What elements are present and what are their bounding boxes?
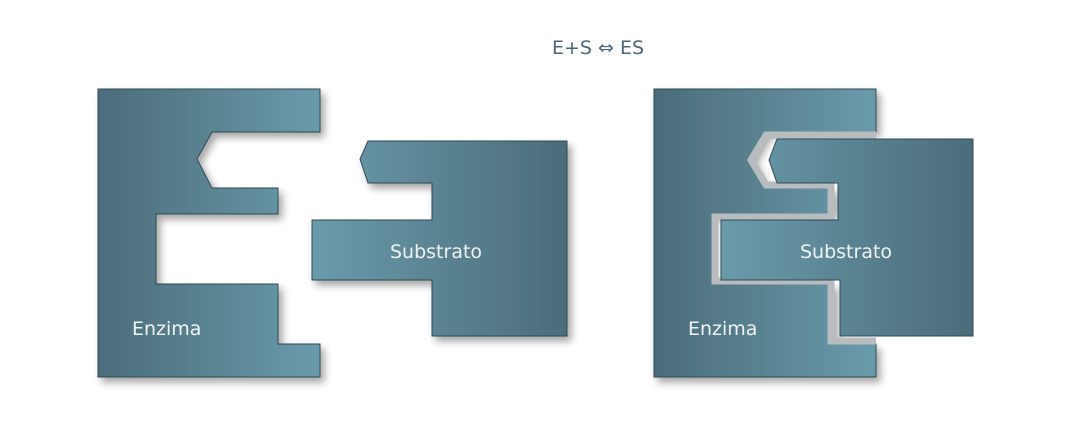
- substrate-shape: [311, 140, 568, 337]
- enzyme-label: Enzima: [688, 318, 757, 340]
- reaction-title: E+S ⇔ ES: [552, 37, 644, 59]
- substrate-shape: [720, 138, 974, 337]
- substrate-label: Substrato: [390, 241, 482, 263]
- right-panel: Enzima Substrato: [653, 88, 974, 378]
- substrate-label: Substrato: [800, 241, 892, 263]
- left-panel: Enzima Substrato: [97, 88, 568, 378]
- enzyme-shape: [97, 88, 321, 378]
- binding-gap: [711, 131, 876, 345]
- enzyme-label: Enzima: [132, 318, 201, 340]
